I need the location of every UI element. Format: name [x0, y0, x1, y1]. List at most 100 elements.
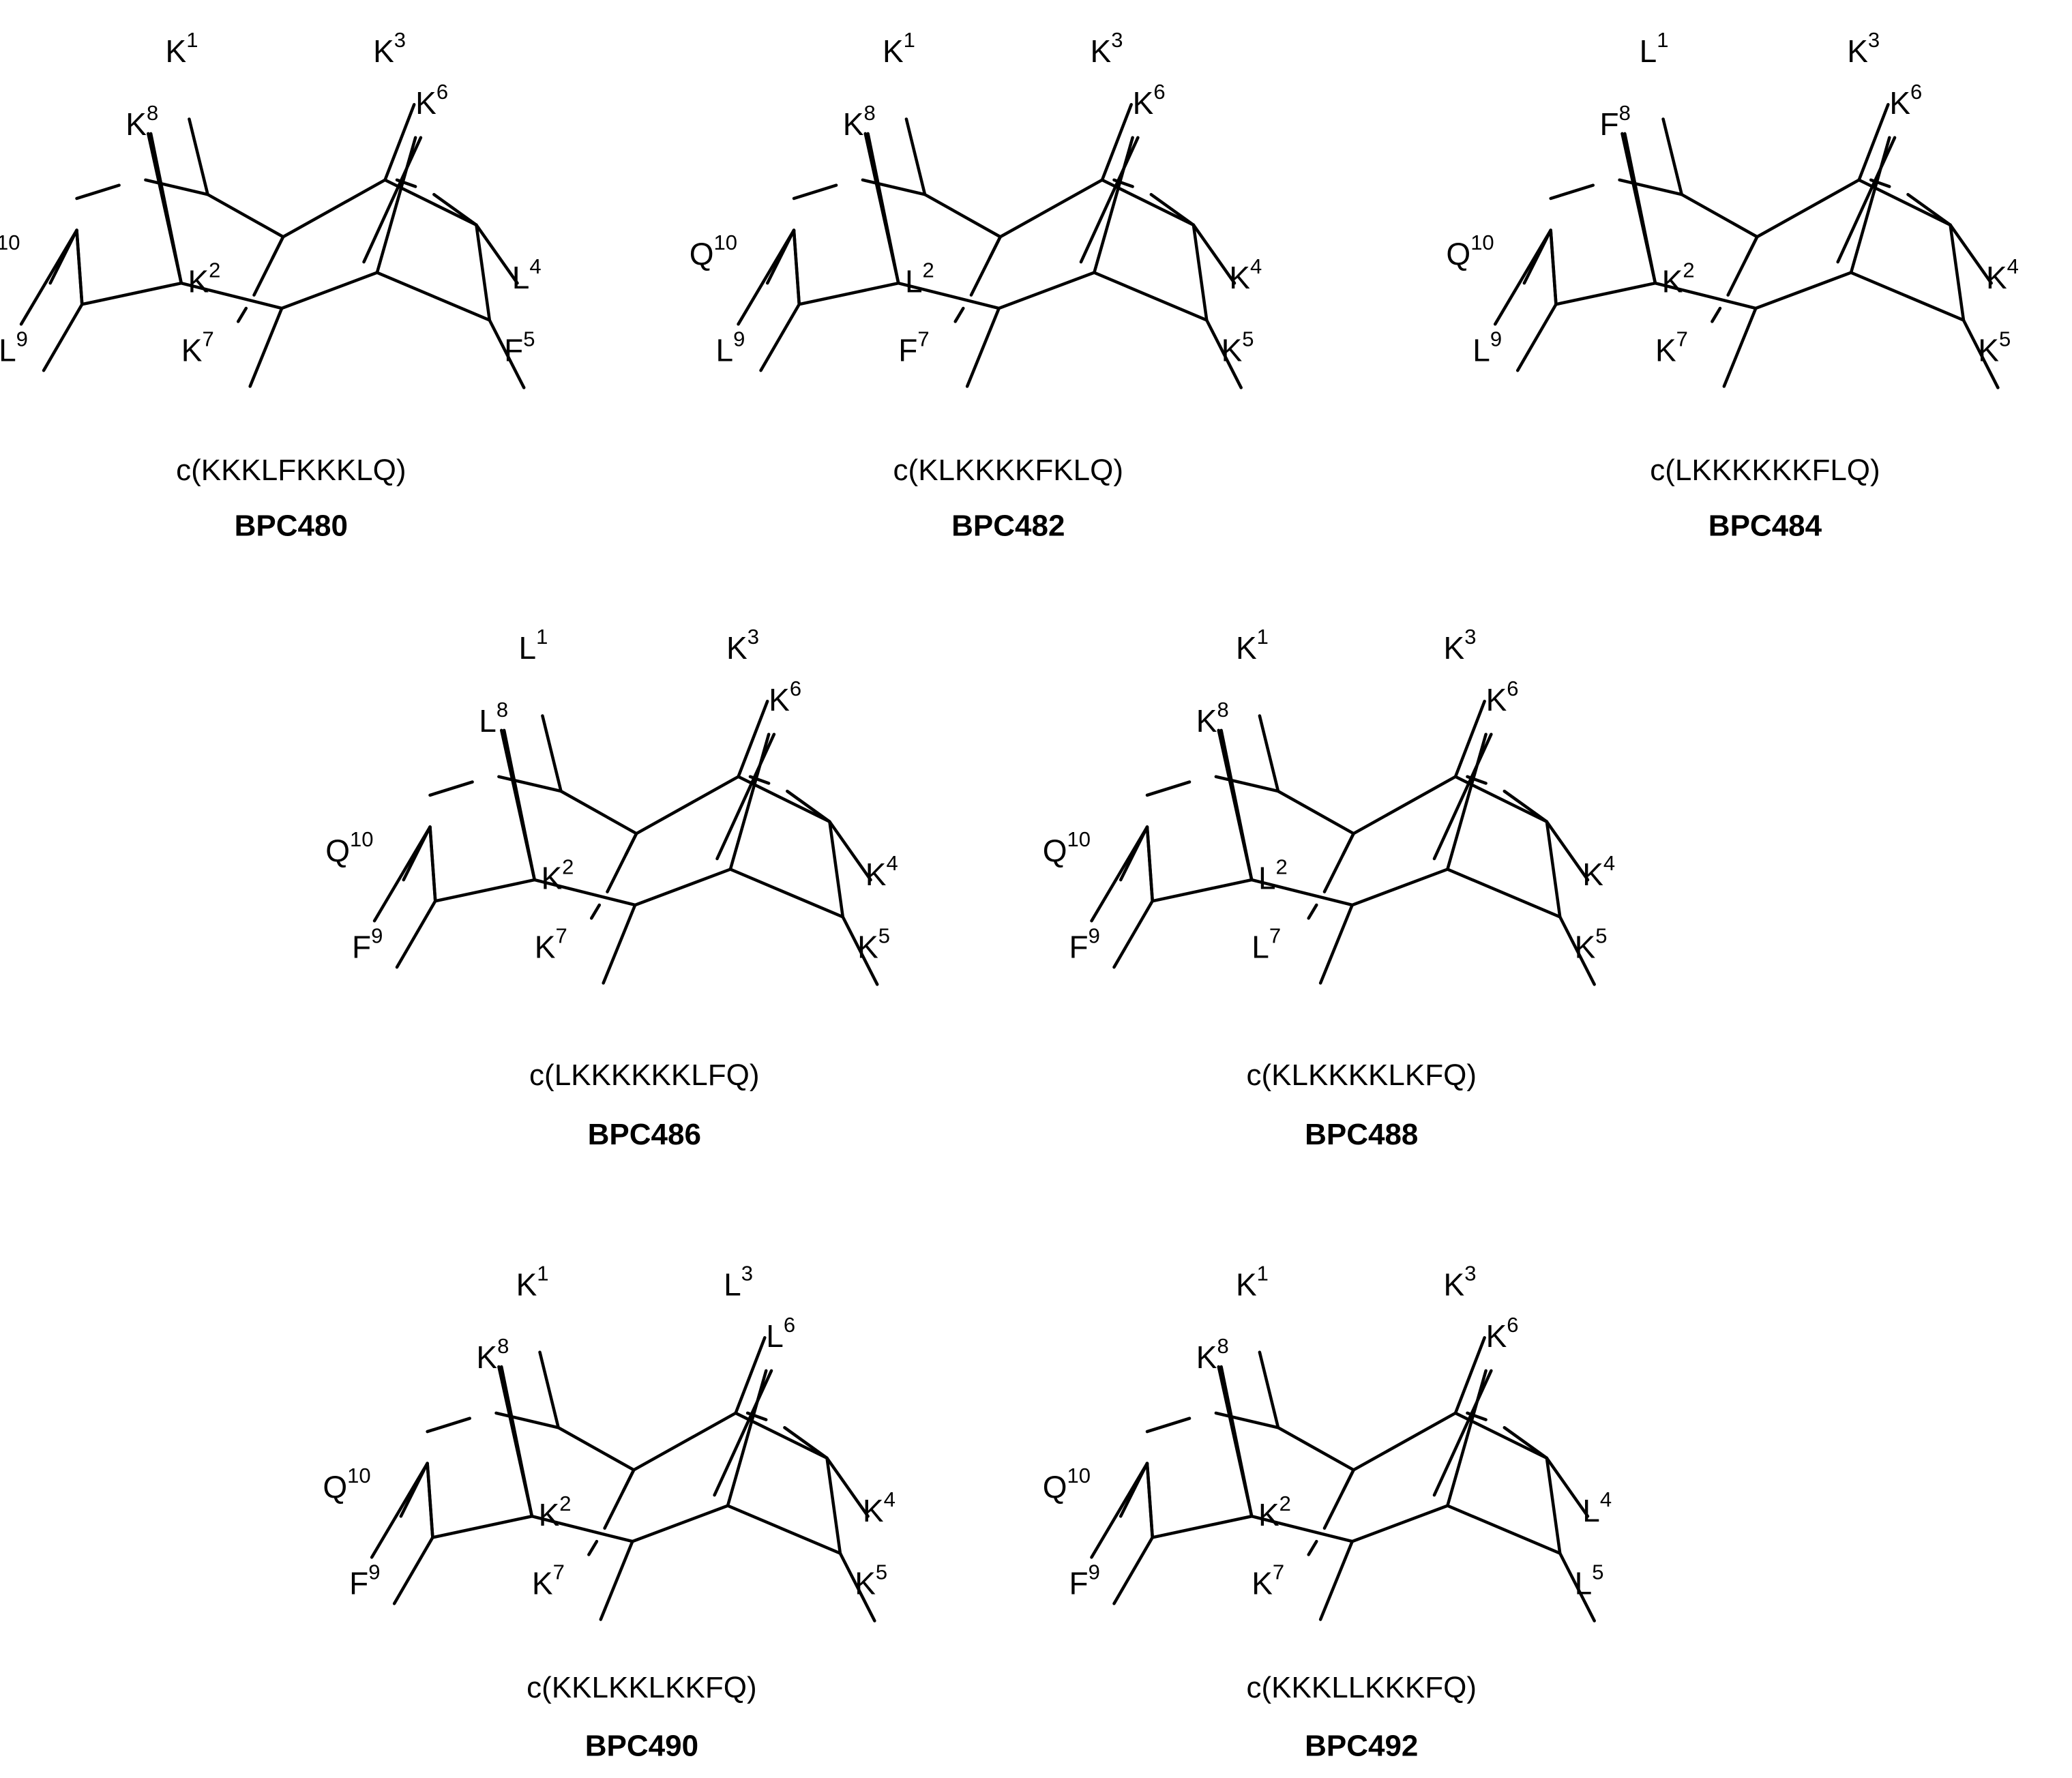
side-chain-bond [1558, 915, 1596, 986]
ring-bond [426, 1462, 434, 1539]
ring-bond [432, 192, 478, 227]
residue-letter: K [1847, 33, 1868, 69]
residue-letter: K [726, 630, 748, 666]
side-chain-bond [1836, 136, 1897, 264]
residue-position: 6 [1910, 80, 1922, 104]
residue-letter: K [1133, 85, 1154, 121]
residue-label-4: K4 [1582, 851, 1615, 892]
residue-letter: L [1258, 861, 1276, 896]
side-chain-bond [392, 1536, 434, 1605]
residue-label-5: L5 [1575, 1560, 1604, 1601]
residue-label-8: K8 [1196, 1334, 1229, 1375]
ring-bond [1680, 192, 1759, 239]
residue-label-9: L9 [716, 327, 745, 368]
side-chain-bond [838, 1552, 876, 1623]
residue-letter: K [1986, 260, 2007, 295]
ring-bond [726, 1369, 768, 1507]
residue-position: 4 [886, 851, 898, 875]
ring-bond [428, 825, 437, 903]
ring-bond [475, 223, 492, 322]
sequence-label: c(KKKLFKKKLQ) [176, 454, 406, 487]
residue-label-7: L7 [1252, 924, 1281, 965]
residue-position: 4 [1600, 1487, 1612, 1511]
residue-position: 9 [1089, 1560, 1100, 1584]
residue-position: 10 [0, 231, 20, 254]
residue-label-7: K7 [532, 1560, 565, 1601]
residue-letter: L [512, 260, 530, 295]
ring-bond [1545, 820, 1562, 919]
residue-position: 1 [904, 28, 915, 52]
residue-position: 10 [347, 1464, 370, 1487]
ring-bond [1446, 868, 1562, 919]
residue-position: 7 [1273, 1560, 1284, 1584]
ring-bond [634, 775, 740, 835]
residue-label-5: K5 [1222, 327, 1254, 368]
residue-label-3: L3 [724, 1261, 753, 1302]
residue-position: 6 [1507, 1313, 1518, 1337]
residue-letter: K [769, 682, 790, 717]
side-chain-bond [149, 132, 183, 285]
ring-bond [1307, 903, 1318, 920]
residue-label-2: K2 [1258, 1492, 1291, 1532]
residue-label-2: L2 [905, 258, 934, 299]
side-chain-bond [841, 915, 879, 986]
residue-position: 8 [497, 1334, 509, 1358]
ring-bond [179, 281, 284, 310]
side-chain-bond [383, 103, 416, 182]
residue-label-8: L8 [479, 698, 508, 739]
residue-label-3: K3 [726, 625, 759, 666]
residue-position: 6 [436, 80, 448, 104]
residue-position: 3 [1464, 625, 1476, 649]
compound-code: BPC486 [588, 1118, 701, 1151]
residue-letter: K [1486, 1318, 1507, 1354]
residue-position: 5 [1999, 327, 2011, 351]
residue-position: 4 [884, 1487, 896, 1511]
ring-bond [786, 789, 831, 823]
residue-position: 9 [16, 327, 28, 351]
residue-letter: K [535, 930, 556, 965]
residue-letter: K [1575, 930, 1596, 965]
residue-position: 3 [394, 28, 406, 52]
residue-position: 8 [1619, 101, 1631, 125]
ring-bond [1446, 732, 1488, 871]
residue-label-9: F9 [352, 924, 383, 965]
side-chain-bond [1205, 318, 1243, 389]
ring-bond [1352, 1411, 1457, 1472]
residue-letter: K [857, 930, 878, 965]
residue-letter: K [843, 106, 864, 142]
ring-bond [1549, 228, 1558, 306]
ring-bond [1145, 1462, 1154, 1539]
ring-bond [1307, 1539, 1318, 1556]
ring-bond [281, 178, 387, 239]
ring-bond [75, 183, 121, 201]
residue-letter: Q [1043, 1469, 1067, 1505]
residue-letter: L [1640, 33, 1657, 69]
sequence-label: c(KLKKKKLKFQ) [1247, 1058, 1477, 1092]
ring-bond [1849, 271, 1966, 322]
ring-bond [206, 192, 285, 239]
ring-bond [1545, 1456, 1562, 1555]
residue-letter: Q [690, 236, 714, 271]
side-chain-bond [825, 1456, 870, 1518]
residue-position: 10 [350, 827, 373, 851]
residue-letter: K [181, 333, 203, 368]
side-chain-bond [737, 699, 769, 779]
ring-bond [728, 732, 771, 871]
ring-bond [998, 178, 1104, 239]
residue-position: 9 [371, 924, 383, 948]
ring-bond [497, 775, 563, 793]
residue-label-6: L6 [766, 1313, 795, 1354]
side-chain-bond [1453, 1336, 1486, 1415]
ring-bond [426, 1417, 471, 1434]
ring-bond [1503, 789, 1549, 823]
compound-code: BPC482 [951, 509, 1065, 543]
residue-label-2: K2 [541, 855, 574, 896]
residue-position: 10 [1067, 1464, 1091, 1487]
residue-label-4: K4 [865, 851, 898, 892]
side-chain-bond [1219, 1365, 1254, 1518]
residue-letter: K [1444, 1266, 1465, 1302]
residue-label-6: K6 [769, 677, 801, 717]
